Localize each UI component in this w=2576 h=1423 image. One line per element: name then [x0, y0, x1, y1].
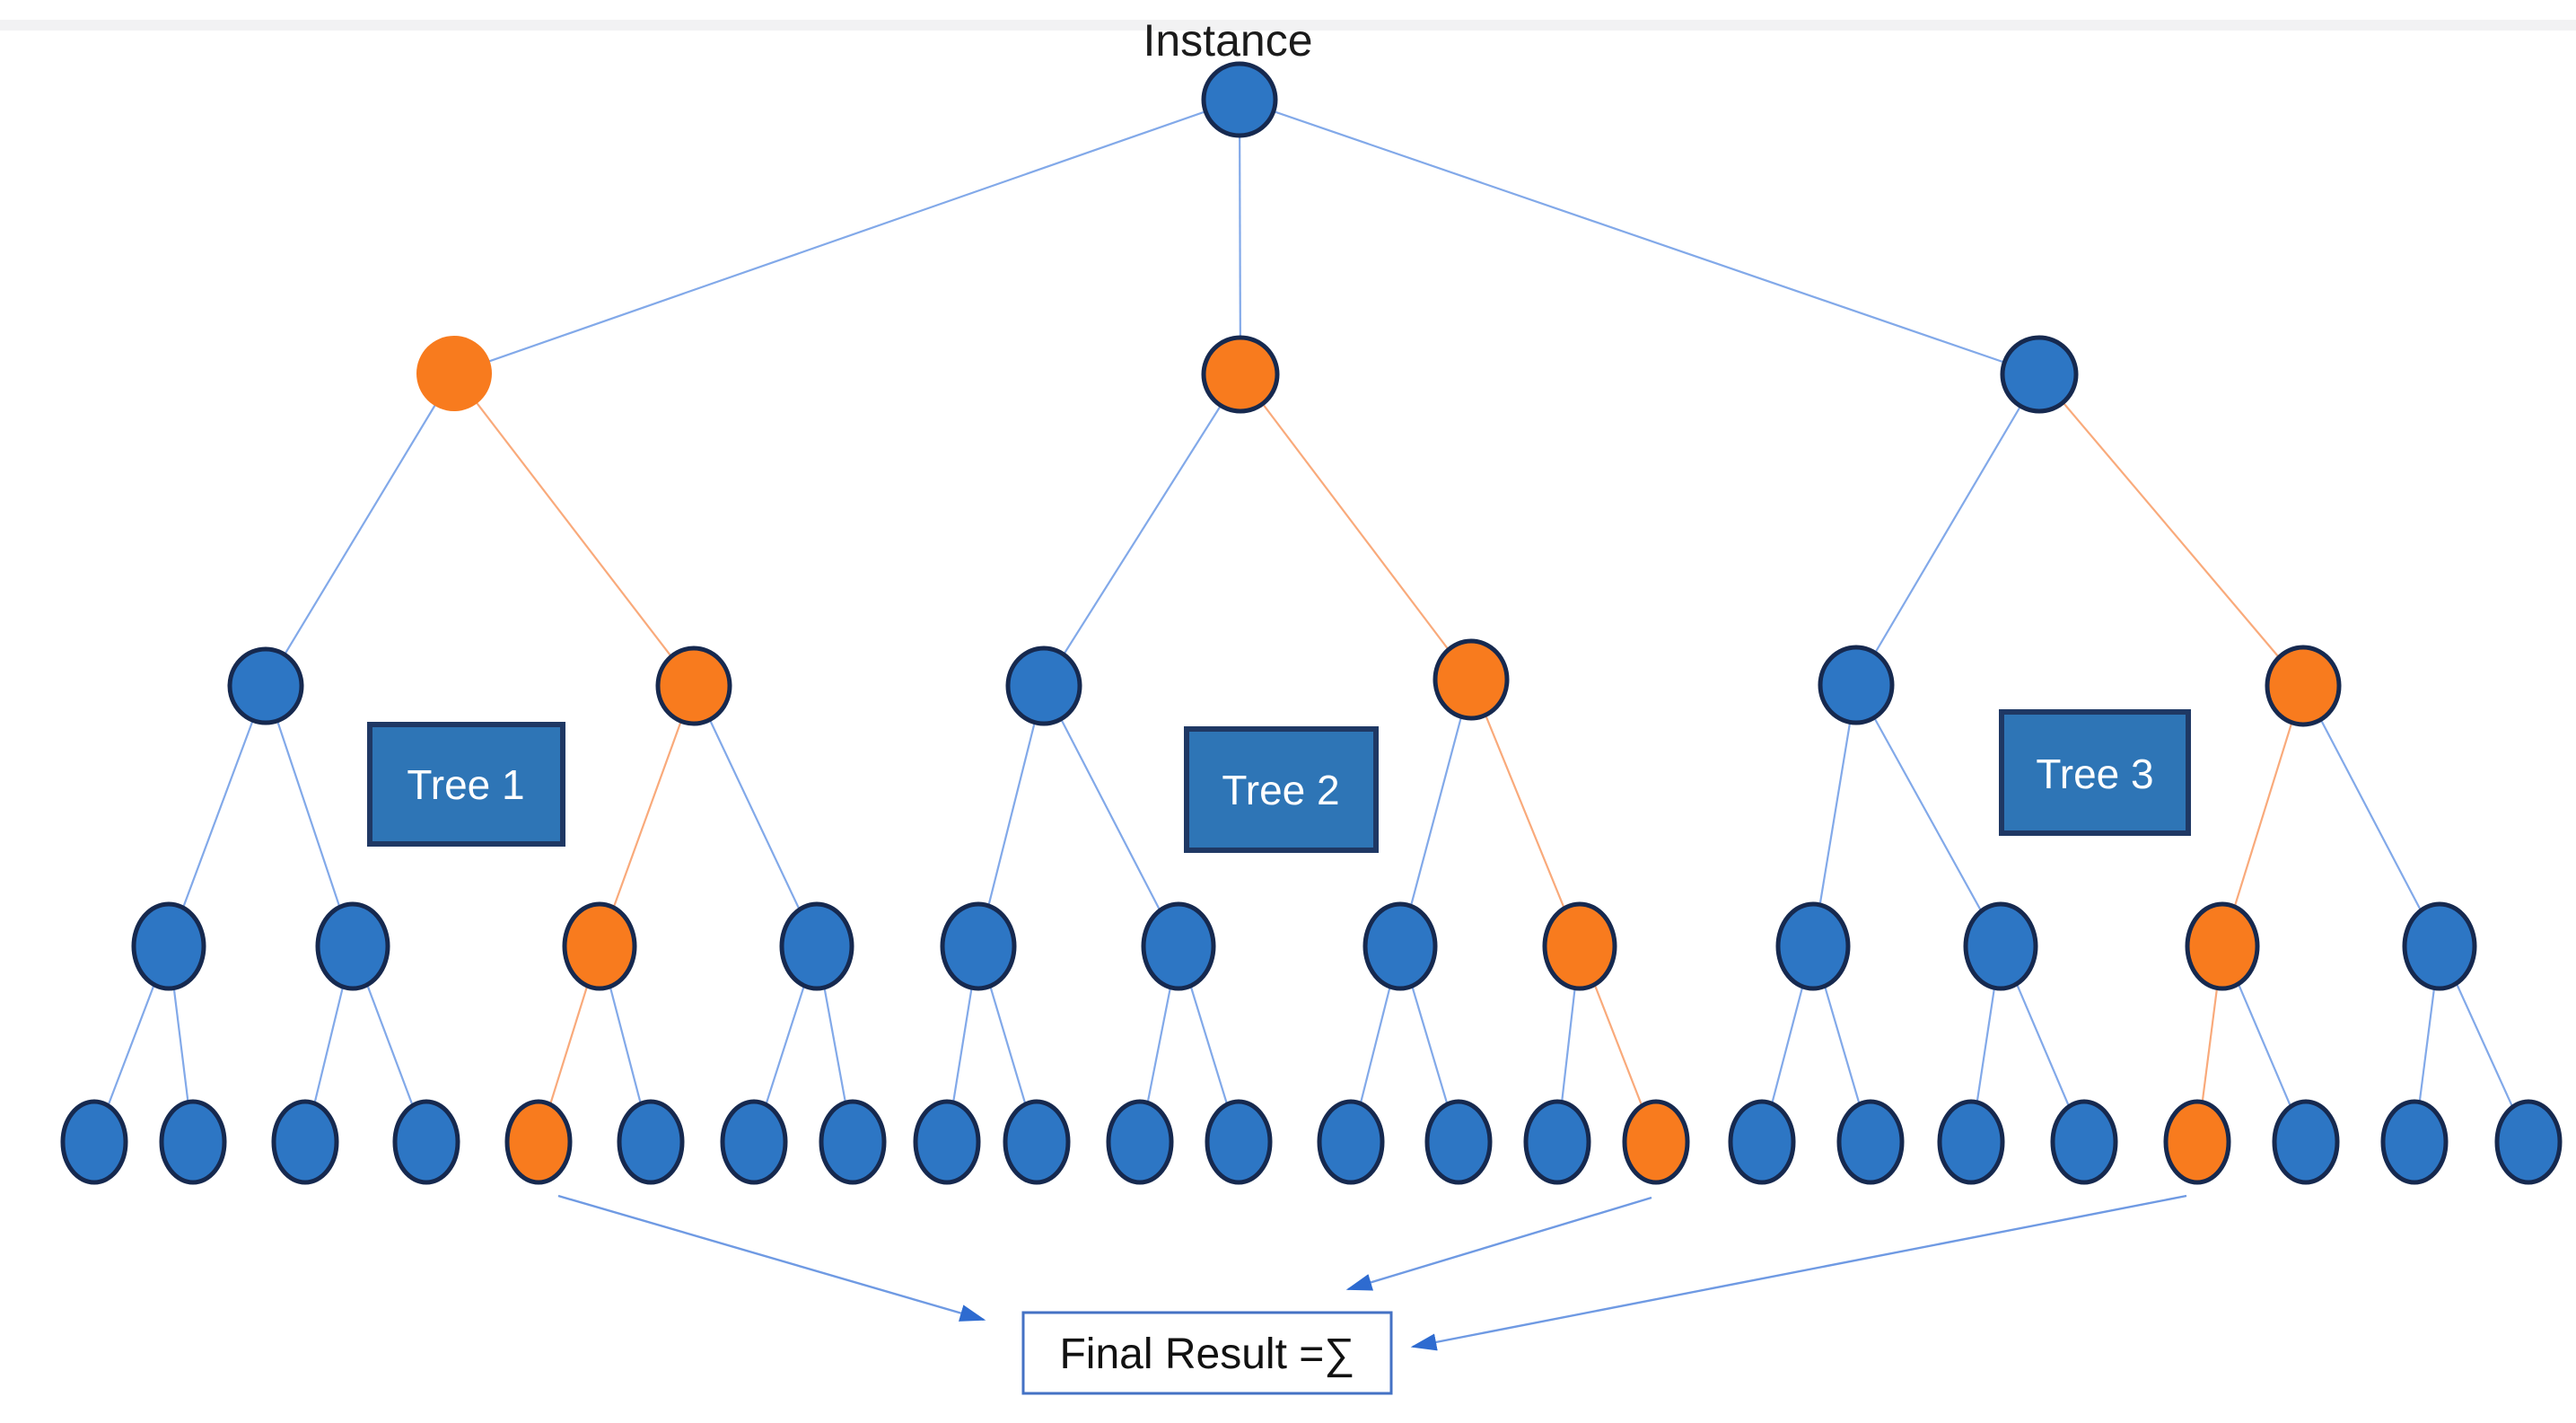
node-t1f4: [392, 1099, 460, 1185]
node-t2f1: [913, 1099, 981, 1185]
node-t2f4: [1205, 1099, 1273, 1185]
node-t2b: [1141, 901, 1216, 991]
node-t3f6: [2272, 1099, 2340, 1185]
node-t3f3: [1937, 1099, 2005, 1185]
node-t3d: [2402, 901, 2477, 991]
node-root: [1201, 61, 1278, 138]
edge-root-t1: [453, 98, 1240, 375]
node-t1r: [655, 646, 732, 726]
tree2-box: [1184, 726, 1379, 853]
sum-arrow-1: [557, 1194, 986, 1322]
node-t1: [416, 336, 492, 411]
edge-t1r-t1c: [598, 685, 696, 947]
edge-t1l-t1b: [264, 685, 355, 947]
edge-t3-t3r: [2038, 373, 2304, 687]
node-t3r: [2265, 645, 2342, 727]
edge-t1-t1l: [265, 373, 455, 687]
node-t3f4: [2050, 1099, 2118, 1185]
nodes-layer: [60, 61, 2563, 1185]
edge-t3r-t3c: [2221, 685, 2305, 947]
tree3-label-box: Tree 3: [1999, 709, 2191, 836]
final-result-label: Final Result =∑: [1059, 1331, 1354, 1378]
node-t2c: [1362, 901, 1438, 991]
instance-label: Instance: [1143, 15, 1312, 66]
sum-arrow-3: [1410, 1194, 2187, 1351]
node-t2l: [1005, 646, 1082, 726]
slide-top-edge: [0, 20, 2576, 31]
node-t3f7: [2380, 1099, 2449, 1185]
node-t1f2: [159, 1099, 227, 1185]
node-t3f8: [2494, 1099, 2563, 1185]
edge-t2-t2l: [1043, 373, 1241, 687]
node-t3c: [2185, 901, 2260, 991]
node-t2d: [1542, 901, 1617, 991]
final-result-box: Final Result =∑: [1021, 1311, 1393, 1395]
edge-root-t3: [1239, 98, 2040, 376]
sum-arrow-2: [1345, 1196, 1652, 1291]
tree1-box: [367, 722, 565, 847]
node-t2: [1201, 335, 1280, 414]
node-t3f1: [1728, 1099, 1796, 1185]
final-result-rect: [1021, 1311, 1393, 1395]
edge-t2l-t2a: [977, 685, 1046, 947]
node-t3f5: [2163, 1099, 2231, 1185]
node-t1b: [315, 901, 390, 991]
node-t3l: [1818, 645, 1895, 725]
edge-t3l-t3b: [1855, 684, 2002, 947]
edges-layer: [92, 98, 2530, 1143]
tree1-label-box: Tree 1: [367, 722, 565, 847]
node-t2f7: [1523, 1099, 1591, 1185]
edge-t3r-t3d: [2302, 685, 2440, 947]
edge-t2-t2r: [1240, 373, 1472, 681]
node-t3f2: [1836, 1099, 1905, 1185]
edge-t1l-t1a: [167, 685, 267, 947]
node-t3: [2000, 335, 2079, 414]
node-t2f6: [1424, 1099, 1493, 1185]
tree3-box: [1999, 709, 2191, 836]
arrows-layer: [557, 1194, 2187, 1351]
edge-t1-t1r: [453, 373, 695, 687]
edge-t3-t3l: [1855, 373, 2040, 686]
node-t2f8: [1622, 1099, 1690, 1185]
tree2-label: Tree 2: [1222, 767, 1339, 813]
node-t1f8: [819, 1099, 887, 1185]
node-t1l: [227, 646, 304, 725]
node-t1f1: [60, 1099, 128, 1185]
node-t1c: [562, 901, 637, 991]
node-t2f2: [1003, 1099, 1071, 1185]
edge-t2l-t2b: [1043, 685, 1179, 947]
tree3-label: Tree 3: [2036, 751, 2153, 797]
node-t3a: [1775, 901, 1851, 991]
tree2-label-box: Tree 2: [1184, 726, 1379, 853]
edge-t1r-t1d: [693, 685, 818, 947]
node-t1f6: [617, 1099, 685, 1185]
node-t1f5: [504, 1099, 573, 1185]
node-t3b: [1963, 901, 2038, 991]
edge-t2r-t2d: [1469, 679, 1582, 947]
node-t1a: [131, 901, 206, 991]
node-t2f5: [1317, 1099, 1385, 1185]
node-t1d: [779, 901, 854, 991]
node-t2r: [1433, 638, 1510, 721]
edge-t2r-t2c: [1398, 679, 1473, 947]
labels-layer: Instance Tree 1 Tree 2 Tree 3 Final Resu…: [367, 15, 2191, 1395]
node-t2f3: [1106, 1099, 1174, 1185]
tree1-label: Tree 1: [407, 761, 524, 808]
node-t1f7: [720, 1099, 788, 1185]
node-t1f3: [271, 1099, 339, 1185]
node-t2a: [940, 901, 1017, 991]
